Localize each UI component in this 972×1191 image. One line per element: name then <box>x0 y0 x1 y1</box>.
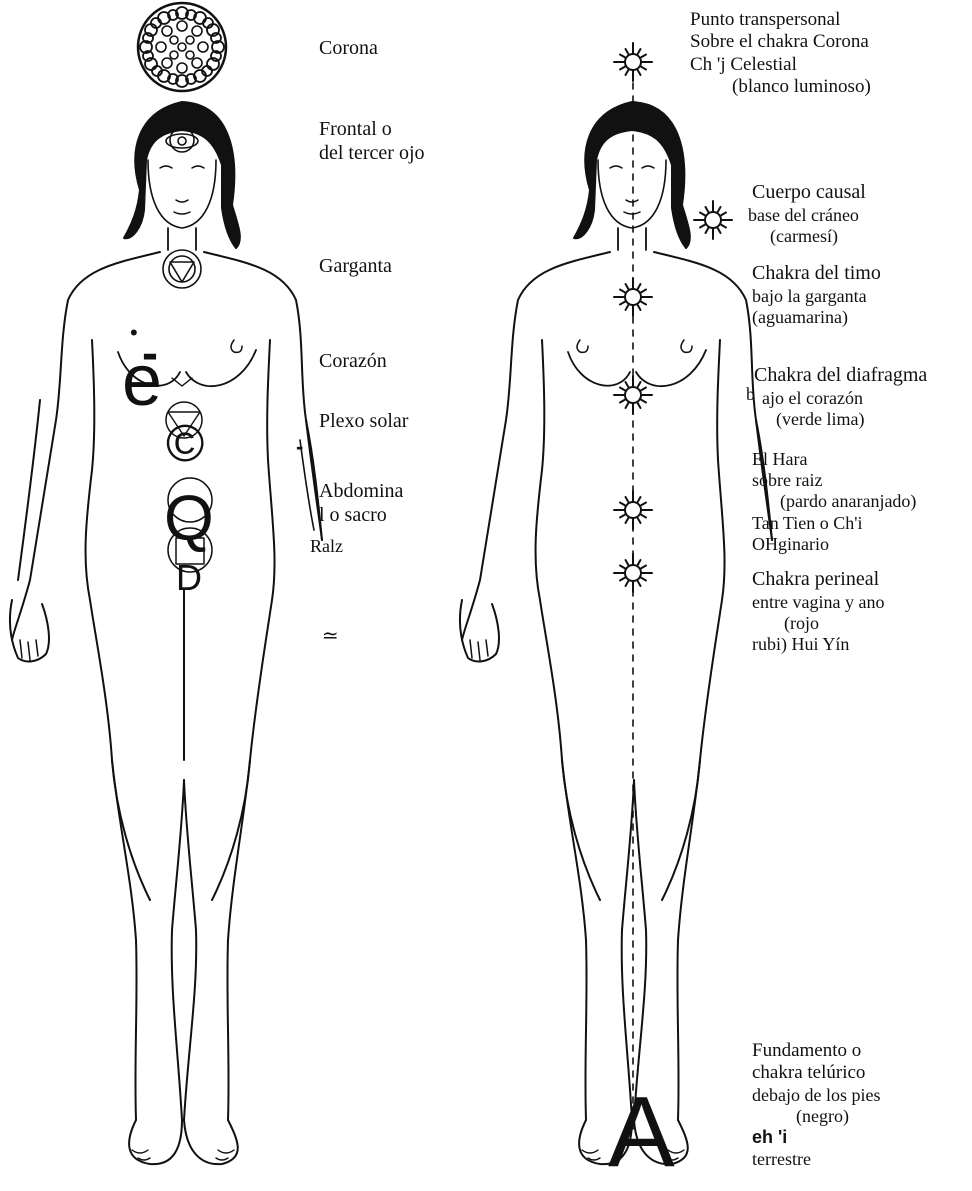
label-causal-line-1: Cuerpo causal <box>752 181 866 205</box>
label-diafragma: Chakra del diafragma ajo el corazón (ver… <box>754 364 927 430</box>
left-figure <box>10 3 322 1164</box>
big-letter-a: A <box>608 1082 675 1182</box>
label-timo-line-2: bajo la garganta <box>752 286 881 307</box>
right-figure <box>460 70 772 1164</box>
label-abdominal: Abdomina l o sacro <box>319 480 403 527</box>
label-transpersonal-line-2: Sobre el chakra Corona <box>690 31 871 53</box>
label-fundamento-line-1: Fundamento o <box>752 1040 880 1062</box>
label-perineal-line-1: Chakra perineal <box>752 568 884 592</box>
label-abdominal-line-1: Abdomina <box>319 480 403 504</box>
sun-point-timo-icon <box>614 278 652 316</box>
label-fundamento-line-3: debajo de los pies <box>752 1085 880 1106</box>
label-diafragma-line-1: Chakra del diafragma <box>754 364 927 388</box>
label-perineal-line-4: rubi) Hui Yín <box>752 634 884 655</box>
label-causal-line-2: base del cráneo <box>748 205 866 226</box>
label-hara-line-5: OHginario <box>752 534 916 555</box>
label-abdominal-line-2: l o sacro <box>319 504 403 528</box>
label-garganta: Garganta <box>319 255 392 279</box>
label-hara-line-1: El Hara <box>752 449 916 470</box>
label-diafragma-line-3: (verde lima) <box>754 409 927 430</box>
label-hara-line-2: sobre raiz <box>752 470 916 491</box>
heart-dot-glyph: • <box>130 322 138 344</box>
sun-point-hara-icon <box>614 491 652 529</box>
sun-point-perineal-icon <box>614 554 652 592</box>
label-timo-line-1: Chakra del timo <box>752 262 881 286</box>
label-fundamento-line-2: chakra telúrico <box>752 1062 880 1084</box>
label-perineal: Chakra perineal entre vagina y ano (rojo… <box>752 568 884 655</box>
crown-lotus-icon <box>138 3 226 91</box>
label-causal-line-3: (carmesí) <box>752 226 866 247</box>
label-fundamento-line-6: terrestre <box>752 1149 880 1170</box>
label-plexo-solar: Plexo solar <box>319 410 408 434</box>
label-perineal-line-2: entre vagina y ano <box>752 592 884 613</box>
sacral-glyph: Q <box>164 486 214 550</box>
label-transpersonal: Punto transpersonal Sobre el chakra Coro… <box>690 9 871 99</box>
label-fundamento: Fundamento o chakra telúrico debajo de l… <box>752 1040 880 1170</box>
sun-point-causal-icon <box>694 201 732 239</box>
label-hara-line-4: Tan Tien o Ch'i <box>752 513 916 534</box>
label-frontal-line-1: Frontal o <box>319 118 425 142</box>
label-timo-line-3: (aguamarina) <box>752 307 881 328</box>
label-fundamento-line-5: eh 'i <box>752 1127 880 1148</box>
label-hara-line-3: (pardo anaranjado) <box>752 491 916 512</box>
label-raiz: Ralz <box>310 536 343 557</box>
label-fundamento-line-4: (negro) <box>752 1106 880 1127</box>
label-diafragma-line-2: ajo el corazón <box>754 388 927 409</box>
label-transpersonal-line-3: Ch 'j Celestial <box>690 54 871 76</box>
heart-dash-glyph: - <box>142 330 158 378</box>
sun-point-transpersonal-icon <box>614 43 652 81</box>
label-frontal-line-2: del tercer ojo <box>319 142 425 166</box>
throat-symbol-icon <box>163 250 201 288</box>
label-transpersonal-line-1: Punto transpersonal <box>690 9 871 31</box>
label-transpersonal-line-4: (blanco luminoso) <box>690 76 871 98</box>
label-corazon: Corazón <box>319 350 387 374</box>
root-glyph: D <box>176 560 202 596</box>
label-frontal: Frontal o del tercer ojo <box>319 118 425 165</box>
label-small-b: b <box>746 384 755 405</box>
plexus-glyph: © <box>166 418 204 470</box>
label-causal: Cuerpo causal base del cráneo (carmesí) <box>752 181 866 247</box>
hand-mark-glyph: - <box>296 436 303 458</box>
label-corona: Corona <box>319 37 378 61</box>
label-perineal-line-3: (rojo <box>752 613 884 634</box>
label-approx: ≃ <box>322 625 339 649</box>
label-hara: El Hara sobre raiz (pardo anaranjado) Ta… <box>752 449 916 555</box>
label-timo: Chakra del timo bajo la garganta (aguama… <box>752 262 881 328</box>
